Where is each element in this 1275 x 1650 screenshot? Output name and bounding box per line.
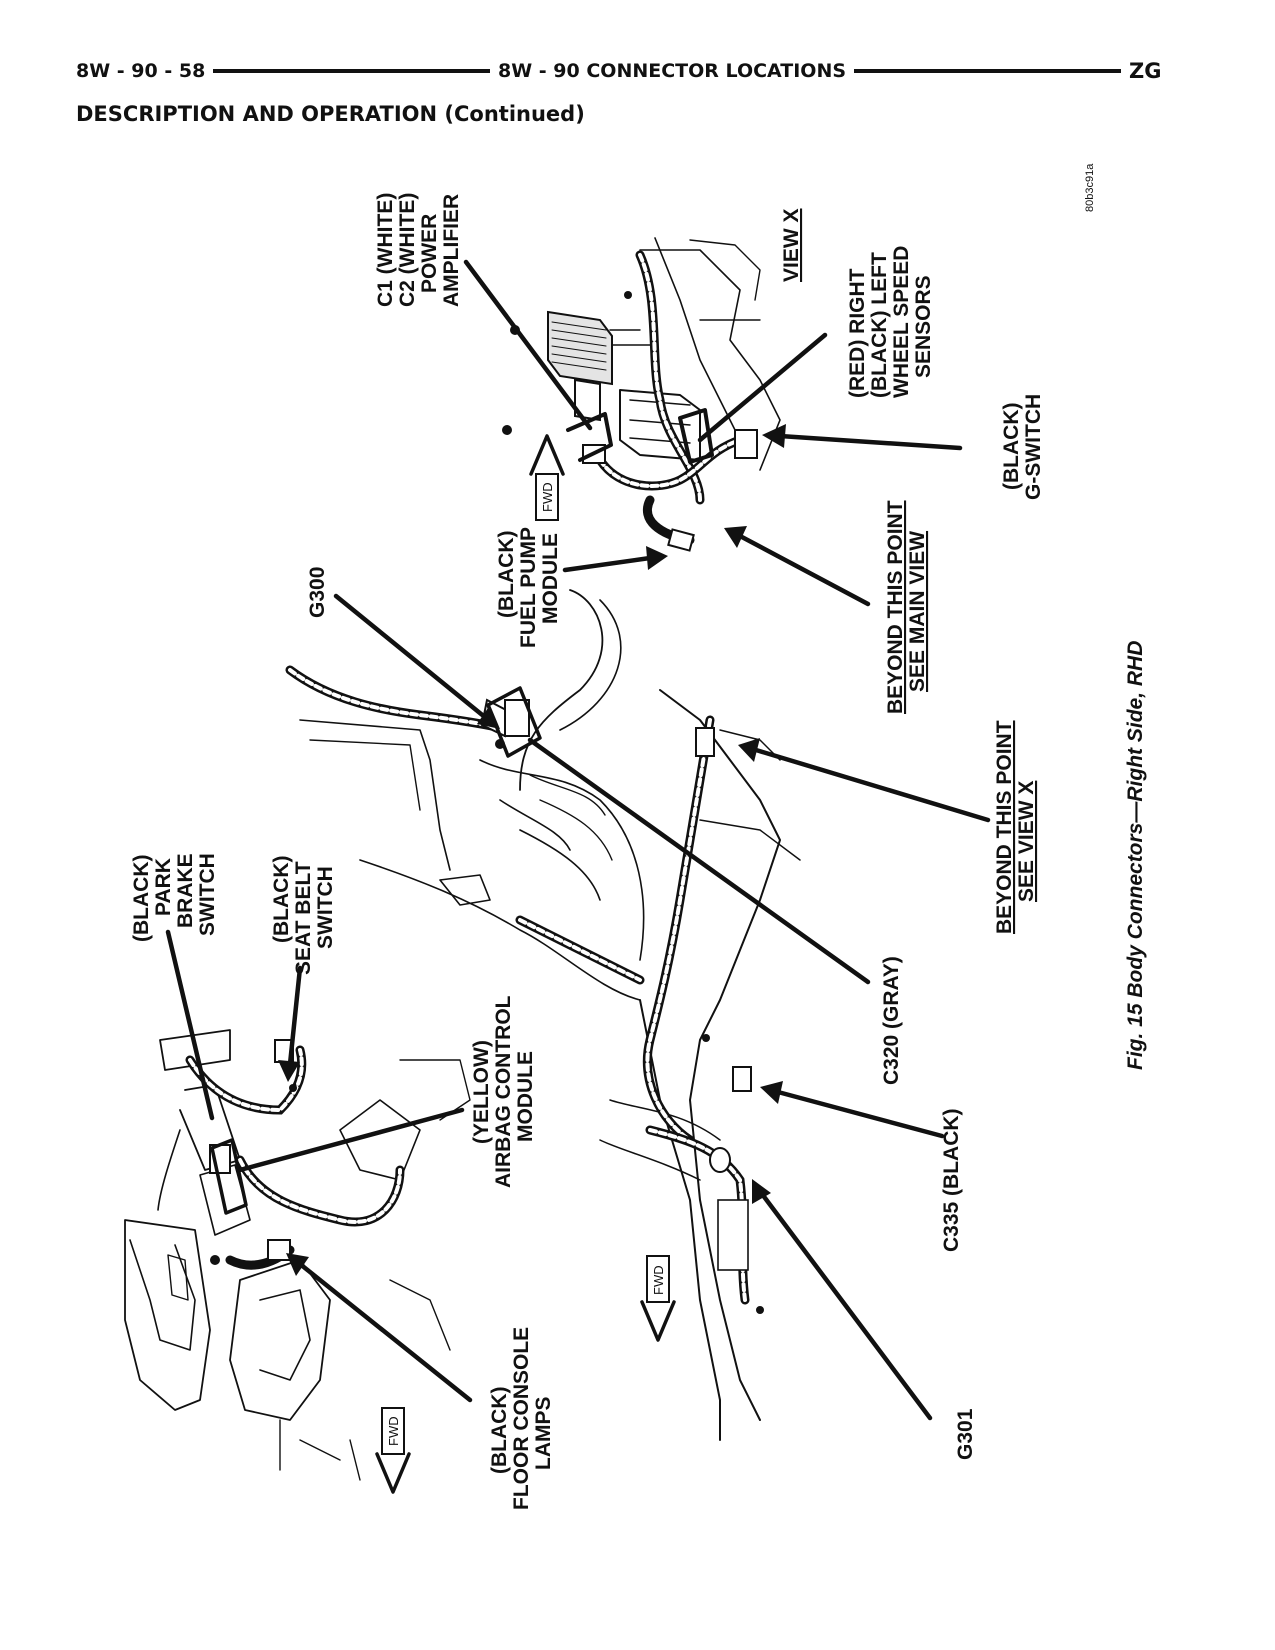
label-airbag-control-module: (YELLOW) AIRBAG CONTROL MODULE (470, 995, 537, 1188)
leader-beyond-view-x (753, 747, 991, 823)
image-code: 80b3c91a (1084, 163, 1096, 212)
svg-text:(YELLOW): (YELLOW) (470, 1040, 493, 1144)
fwd-arrow-main-left: FWD (375, 1407, 411, 1494)
svg-text:SWITCH: SWITCH (196, 853, 219, 936)
svg-text:(RED) RIGHT: (RED) RIGHT (846, 268, 869, 398)
svg-text:FUEL PUMP: FUEL PUMP (517, 527, 540, 648)
svg-text:FWD: FWD (386, 1416, 401, 1446)
label-fuel-pump-module: (BLACK) FUEL PUMP MODULE (495, 527, 562, 648)
svg-text:BEYOND THIS POINT: BEYOND THIS POINT (884, 500, 907, 714)
leader-airbag-control-module (237, 1107, 465, 1173)
svg-text:(BLACK): (BLACK) (488, 1387, 511, 1474)
label-beyond-main-view: BEYOND THIS POINT SEE MAIN VIEW (884, 500, 929, 714)
svg-text:SENSORS: SENSORS (912, 275, 935, 378)
header-rule-left (200, 69, 500, 73)
label-g300: G300 (306, 567, 329, 618)
fwd-arrow-main-lower: FWD (640, 1255, 676, 1342)
svg-text:FWD: FWD (540, 482, 555, 512)
label-park-brake-switch: (BLACK) PARK BRAKE SWITCH (130, 853, 219, 942)
svg-text:FWD: FWD (651, 1265, 666, 1295)
svg-text:AIRBAG CONTROL: AIRBAG CONTROL (492, 995, 515, 1188)
svg-text:C1 (WHITE): C1 (WHITE) (374, 193, 397, 307)
leader-fuel-pump-module (562, 555, 653, 573)
svg-text:(BLACK) LEFT: (BLACK) LEFT (868, 252, 891, 398)
label-g-switch: (BLACK) G-SWITCH (1000, 394, 1045, 500)
svg-text:FLOOR CONSOLE: FLOOR CONSOLE (510, 1327, 533, 1510)
section-title: DESCRIPTION AND OPERATION (Continued) (76, 102, 585, 126)
svg-text:PARK: PARK (152, 858, 175, 916)
leader-power-amplifier (463, 259, 593, 431)
leader-g301 (759, 1191, 933, 1421)
main-view-illustration (285, 589, 801, 1441)
svg-text:(BLACK): (BLACK) (130, 855, 153, 942)
label-g301: G301 (954, 1408, 977, 1460)
label-c335: C335 (BLACK) (940, 1108, 963, 1252)
leader-c320 (527, 737, 871, 985)
leader-floor-console-lamps (297, 1261, 473, 1403)
svg-text:AMPLIFIER: AMPLIFIER (440, 194, 463, 307)
page-number: 8W - 90 - 58 (76, 59, 214, 83)
console-illustration (124, 1029, 471, 1481)
svg-text:MODULE: MODULE (539, 533, 562, 624)
leader-g300 (333, 593, 489, 721)
label-wheel-speed-sensors: (RED) RIGHT (BLACK) LEFT WHEEL SPEED SEN… (846, 246, 935, 398)
leader-wheel-speed-sensors (697, 332, 828, 443)
label-seat-belt-switch: (BLACK) SEAT BELT SWITCH (270, 856, 337, 975)
label-beyond-view-x: BEYOND THIS POINT SEE VIEW X (993, 720, 1038, 934)
svg-text:SEE VIEW X: SEE VIEW X (1015, 781, 1038, 902)
svg-text:SEAT BELT: SEAT BELT (292, 861, 315, 975)
page-header-title: 8W - 90 CONNECTOR LOCATIONS (490, 59, 855, 83)
section-code: ZG (1121, 59, 1162, 83)
svg-text:WHEEL SPEED: WHEEL SPEED (890, 246, 913, 398)
svg-text:(BLACK): (BLACK) (270, 856, 293, 943)
header-rule-right (820, 69, 1130, 73)
svg-text:BEYOND THIS POINT: BEYOND THIS POINT (993, 720, 1016, 934)
leader-park-brake-switch (165, 929, 215, 1121)
svg-text:G-SWITCH: G-SWITCH (1022, 394, 1045, 500)
svg-text:LAMPS: LAMPS (532, 1397, 555, 1471)
view-x-title: VIEW X (780, 208, 803, 282)
label-floor-console-lamps: (BLACK) FLOOR CONSOLE LAMPS (488, 1327, 555, 1510)
figure-caption: Fig. 15 Body Connectors—Right Side, RHD (1124, 641, 1147, 1070)
fwd-arrow-view-x: FWD (529, 434, 565, 521)
leader-g-switch (777, 433, 963, 451)
label-c320: C320 (GRAY) (880, 956, 903, 1085)
svg-text:SWITCH: SWITCH (314, 866, 337, 949)
svg-text:C2 (WHITE): C2 (WHITE) (396, 193, 419, 307)
svg-text:POWER: POWER (418, 214, 441, 293)
wheel-speed-callout-box (678, 408, 714, 464)
leader-c335 (775, 1089, 945, 1139)
svg-text:(BLACK): (BLACK) (1000, 403, 1023, 490)
svg-text:MODULE: MODULE (514, 1051, 537, 1142)
svg-text:(BLACK): (BLACK) (495, 531, 518, 618)
svg-text:SEE MAIN VIEW: SEE MAIN VIEW (906, 531, 929, 692)
svg-text:BRAKE: BRAKE (174, 853, 197, 928)
leader-beyond-main-view (737, 533, 871, 607)
label-power-amplifier: C1 (WHITE) C2 (WHITE) POWER AMPLIFIER (374, 193, 463, 307)
leader-seat-belt-switch (287, 965, 303, 1067)
